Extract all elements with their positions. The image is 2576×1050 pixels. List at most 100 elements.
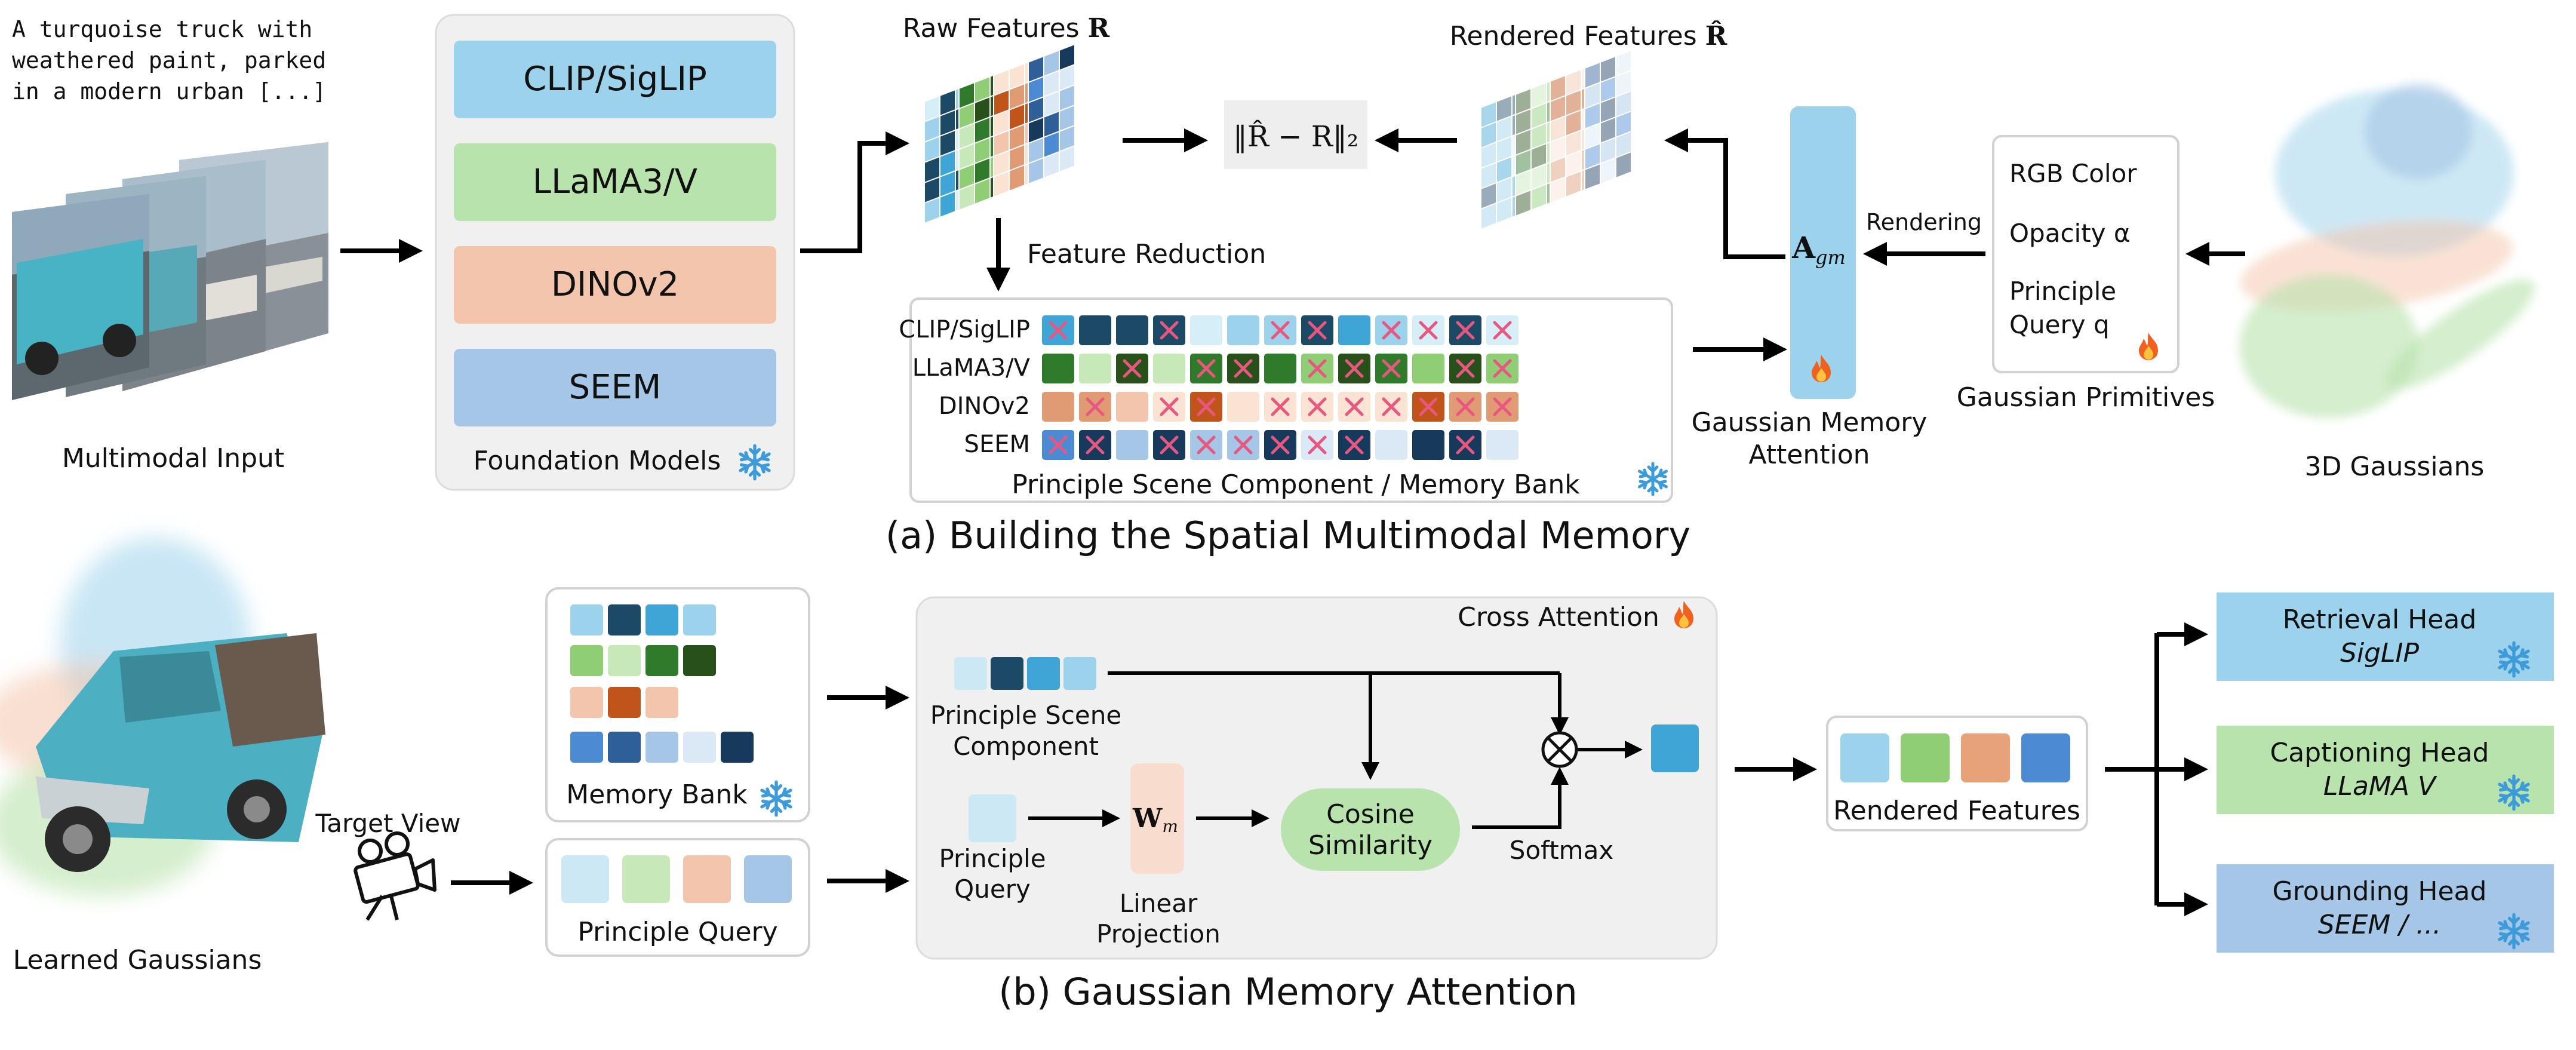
captioning-head-model: LLaMA V — [2323, 771, 2437, 802]
psc-cells — [954, 657, 1096, 690]
foundation-model-clip-label: CLIP/SigLIP — [523, 60, 707, 99]
3d-gaussians-label: 3D Gaussians — [2305, 452, 2485, 482]
memory-row-label-clip: CLIP/SigLIP — [899, 316, 1030, 343]
input-text-line-2: weathered paint, parked — [12, 47, 326, 73]
psc-label-line-1: Principle Scene — [930, 701, 1121, 730]
memory-bank-b-seem-row — [570, 732, 754, 763]
rendered-feature-seem-map — [1584, 49, 1632, 191]
grounding-head-name: Grounding Head — [2273, 876, 2487, 907]
memory-row-label-dino: DINOv2 — [939, 392, 1030, 420]
arrow-attention-to-rendered — [1664, 128, 1785, 259]
memory-row-llama — [1042, 354, 1518, 383]
pq-label-line-2: Query — [954, 874, 1031, 904]
memory-row-labels: CLIP/SigLIP LLaMA3/V DINOv2 SEEM — [899, 316, 1030, 458]
foundation-model-dino-label: DINOv2 — [551, 265, 679, 304]
raw-features-stack — [924, 43, 1075, 225]
primitive-query: Query q — [2009, 310, 2110, 339]
linear-label-line-2: Projection — [1096, 919, 1221, 948]
psc-label-line-2: Component — [953, 732, 1099, 761]
memory-bank-b-llama-row — [570, 645, 716, 676]
cross-attention-panel — [915, 596, 1718, 960]
principle-query-cell-clip — [561, 855, 609, 903]
rendered-features-label: Rendered Features R̂ — [1450, 20, 1727, 51]
rendered-feature-llama-map — [1515, 75, 1563, 217]
primitive-principle: Principle — [2009, 277, 2116, 306]
pq-label-line-1: Principle — [939, 844, 1046, 873]
input-image-1 — [12, 194, 149, 400]
captioning-head: Captioning Head LLaMA V — [2217, 726, 2554, 814]
retrieval-head-name: Retrieval Head — [2283, 604, 2477, 635]
learned-gaussians-label: Learned Gaussians — [13, 945, 262, 975]
loss-box — [1224, 100, 1367, 169]
gaussian-primitives-label: Gaussian Primitives — [1957, 382, 2215, 413]
feature-reduction-label: Feature Reduction — [1027, 239, 1266, 269]
arrow-models-to-raw-features — [800, 131, 909, 253]
rendered-cell-clip — [1840, 733, 1889, 782]
principle-query-panel — [545, 838, 810, 957]
foundation-model-seem-label: SEEM — [569, 368, 662, 407]
retrieval-head: Retrieval Head SigLIP — [2217, 592, 2554, 681]
foundation-models-label: Foundation Models — [474, 446, 721, 476]
attention-label-line-1: Gaussian Memory — [1692, 407, 1928, 438]
multiply-operator-icon — [1541, 731, 1578, 768]
principle-query-cell-llama — [622, 855, 670, 903]
input-image-stack — [12, 142, 328, 400]
principle-query-cell-seem — [744, 855, 792, 903]
memory-row-clip — [1042, 315, 1518, 345]
rendered-cell-seem — [2021, 733, 2070, 782]
memory-row-dino — [1042, 392, 1518, 422]
foundation-model-llama: LLaMA3/V — [454, 143, 776, 221]
rendered-cell-llama — [1901, 733, 1950, 782]
rendered-feature-clip-map — [1480, 88, 1528, 231]
memory-bank-b-label: Memory Bank — [566, 779, 748, 810]
retrieval-head-model: SigLIP — [2340, 638, 2420, 668]
gaussian-memory-attention-block — [1790, 106, 1856, 399]
part-a-caption: (a) Building the Spatial Multimodal Memo… — [886, 514, 1690, 557]
input-text-line-3: in a modern urban [...] — [12, 78, 326, 105]
memory-row-label-llama: LLaMA3/V — [912, 354, 1031, 382]
gaussian-primitives-panel — [1992, 135, 2180, 373]
primitive-rgb-color: RGB Color — [2009, 159, 2137, 188]
linear-label-line-1: Linear — [1120, 889, 1198, 918]
captioning-head-name: Captioning Head — [2270, 738, 2489, 768]
attention-output-cell — [1651, 724, 1699, 772]
3d-gaussians-blobs — [2239, 84, 2535, 418]
rendered-features-stack — [1480, 49, 1632, 231]
linear-projection-block — [1130, 763, 1184, 874]
foundation-model-clip: CLIP/SigLIP — [454, 41, 776, 118]
input-text: A turquoise truck with weathered paint, … — [12, 16, 326, 105]
raw-features-label: Raw Features R — [903, 13, 1110, 44]
multimodal-input-label: Multimodal Input — [62, 443, 284, 474]
memory-row-seem — [1042, 430, 1518, 460]
rendering-label: Rendering — [1866, 209, 1982, 235]
input-text-line-1: A turquoise truck with — [12, 16, 312, 42]
softmax-label: Softmax — [1510, 836, 1613, 865]
cosine-similarity-block — [1281, 788, 1460, 871]
foundation-model-llama-label: LLaMA3/V — [533, 162, 697, 201]
arrow-cosine-to-multiply — [1472, 767, 1569, 829]
raw-feature-seem-map — [1028, 43, 1075, 185]
memory-bank-b-dino-row — [570, 687, 678, 718]
memory-bank-grid — [1042, 315, 1518, 460]
target-view-label: Target View — [315, 809, 461, 838]
memory-bank-caption: Principle Scene Component / Memory Bank — [1012, 469, 1580, 500]
memory-row-label-seem: SEEM — [964, 431, 1030, 458]
weight-symbol: Wm — [1132, 803, 1178, 836]
principle-query-label: Principle Query — [577, 917, 777, 947]
cosine-label-line-1: Cosine — [1326, 799, 1415, 830]
rendered-features-b-label: Rendered Features — [1833, 796, 2080, 826]
rendered-cell-dino — [1961, 733, 2010, 782]
loss-formula: ‖R̂ − R‖₂ — [1233, 119, 1358, 153]
camera-icon — [353, 831, 436, 921]
memory-bank-b-clip-row — [570, 604, 716, 635]
foundation-model-seem: SEEM — [454, 349, 776, 426]
rendered-feature-dino-map — [1550, 62, 1597, 204]
principle-query-cell-dino — [683, 855, 731, 903]
cosine-label-line-2: Similarity — [1308, 830, 1433, 861]
attention-symbol: Agm — [1791, 230, 1846, 269]
pq-cell — [969, 794, 1016, 842]
attention-label-line-2: Attention — [1748, 440, 1870, 470]
grounding-head-model: SEEM / ... — [2318, 910, 2441, 940]
